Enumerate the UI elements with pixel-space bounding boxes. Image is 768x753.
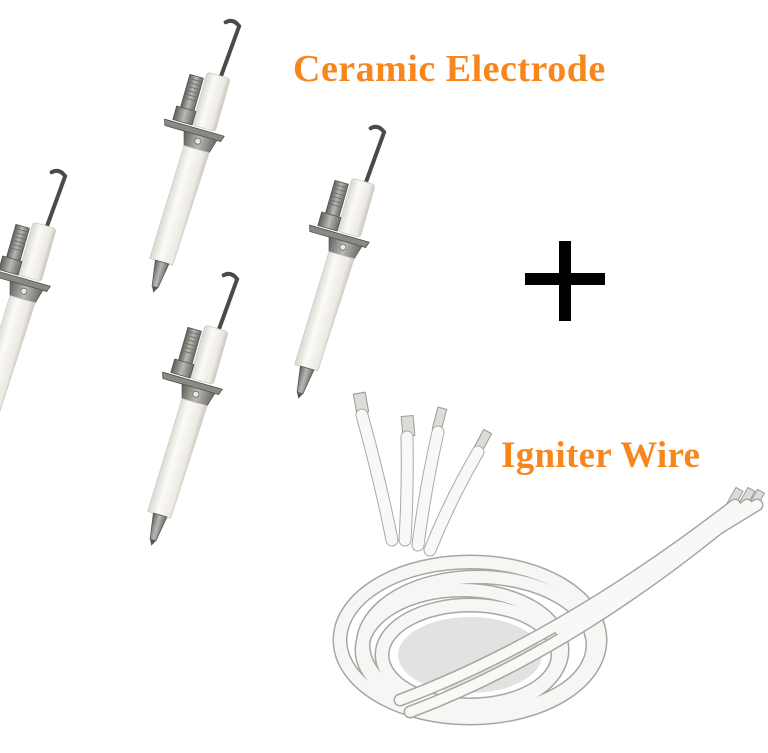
plus-icon: [525, 241, 605, 321]
electrode-1: [0, 158, 84, 452]
electrode-4: [113, 261, 256, 555]
electrode-2: [115, 8, 258, 302]
ceramic-electrode-label: Ceramic Electrode: [293, 48, 606, 90]
electrode-3: [260, 114, 403, 408]
wire-coil: [332, 554, 608, 726]
wire-strands: [355, 408, 485, 557]
igniter-wire-label: Igniter Wire: [501, 435, 701, 476]
wire-tails: [393, 498, 764, 719]
